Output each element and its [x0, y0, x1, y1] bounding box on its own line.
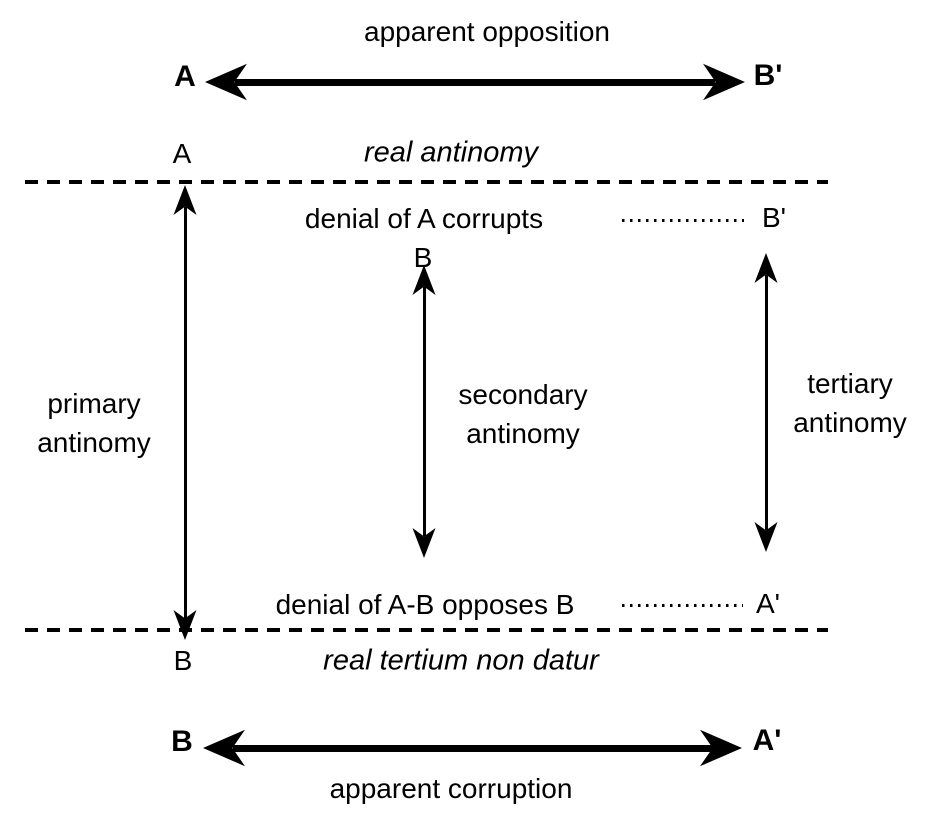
term-b-tertium: B — [173, 644, 193, 676]
denial-corrupts-label-line2: B — [413, 241, 433, 273]
apparent-corruption-label: apparent corruption — [329, 772, 573, 804]
apparent-opposition-label: apparent opposition — [364, 15, 610, 47]
term-b-prime-mid: B' — [761, 201, 787, 233]
axis-label-line: antinomy — [793, 407, 907, 438]
real-antinomy-label: real antinomy — [363, 136, 539, 169]
term-a-real: A — [172, 137, 192, 169]
primary-antinomy-label: primary antinomy — [37, 384, 151, 462]
dotted-connector-top — [622, 219, 744, 222]
term-a-top: A — [174, 59, 196, 93]
denial-corrupts-label-line1: denial of A corrupts — [304, 202, 544, 234]
axis-label-line: antinomy — [37, 427, 151, 458]
axis-label-line: secondary — [458, 379, 588, 410]
axis-label-line: tertiary — [807, 368, 893, 399]
arrow-shaft — [233, 745, 713, 752]
arrow-shaft — [183, 207, 187, 619]
arrow-shaft — [764, 275, 768, 530]
dotted-connector-bottom — [622, 604, 743, 607]
secondary-antinomy-label: secondary antinomy — [458, 375, 587, 453]
upper-dashed-divider — [25, 180, 828, 184]
term-a-prime-mid: A' — [755, 587, 781, 619]
real-tertium-label: real tertium non datur — [323, 644, 599, 677]
term-b-bottom: B — [171, 724, 193, 758]
arrow-shaft — [235, 79, 715, 86]
term-a-prime-bottom: A' — [752, 723, 782, 757]
denial-opposes-label: denial of A-B opposes B — [275, 588, 575, 620]
tertiary-antinomy-label: tertiary antinomy — [793, 364, 907, 442]
axis-label-line: primary — [47, 388, 141, 419]
lower-dashed-divider — [25, 628, 828, 632]
term-b-prime-top: B' — [753, 58, 783, 92]
arrow-shaft — [422, 287, 426, 536]
axis-label-line: antinomy — [466, 418, 580, 449]
